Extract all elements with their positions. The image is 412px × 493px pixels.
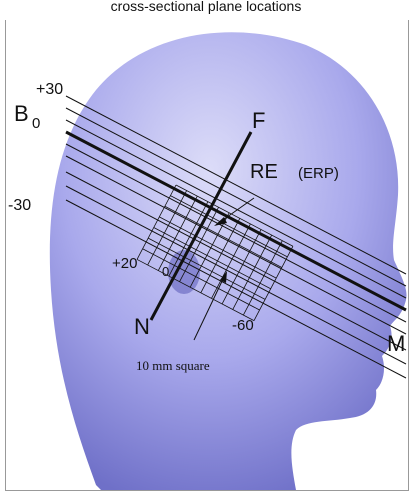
- plane-line: [65, 119, 407, 299]
- label-plus30: +30: [36, 81, 63, 98]
- label-minus30: -30: [8, 197, 31, 214]
- label-plus20: +20: [112, 255, 137, 272]
- grid-line: [170, 195, 288, 258]
- label-erp: (ERP): [298, 165, 339, 182]
- ten-mm-grid: [136, 184, 294, 321]
- grid-line: [221, 229, 262, 305]
- plane-line: [65, 143, 407, 323]
- label-ten-mm-square: 10 mm square: [136, 358, 210, 373]
- page-title: cross-sectional plane locations: [110, 0, 302, 14]
- b-m-main-line: [65, 130, 407, 312]
- label-zero-center: 0: [162, 264, 169, 279]
- label-f: F: [252, 108, 265, 133]
- plane-line: [65, 107, 407, 287]
- head-silhouette: [49, 32, 407, 490]
- grid-line: [200, 218, 241, 293]
- grid-line: [164, 205, 282, 268]
- label-re: RE: [250, 161, 278, 183]
- grid-line: [211, 223, 251, 299]
- re-pointer-arrowhead: [214, 217, 227, 226]
- plane-line: [65, 199, 407, 379]
- grid-line: [253, 246, 294, 321]
- label-b: B: [14, 101, 29, 126]
- square-pointer-arrowhead: [220, 271, 227, 283]
- grid-line: [175, 184, 294, 247]
- label-zero-left: 0: [32, 115, 40, 132]
- grid-line: [189, 212, 230, 288]
- plane-line: [65, 95, 407, 275]
- label-m: M: [387, 331, 405, 356]
- re-pointer-line: [219, 197, 255, 223]
- plane-line: [65, 171, 407, 351]
- grid-line: [153, 227, 271, 290]
- grid-line: [147, 190, 187, 266]
- head-diagram-svg: +30 B 0 -30 F RE (ERP) +20 0 N -60 M 10 …: [8, 32, 407, 490]
- head-diagram-figure: +30 B 0 -30 F RE (ERP) +20 0 N -60 M 10 …: [5, 20, 409, 491]
- f-n-axis-line: [149, 131, 253, 321]
- plane-line: [65, 155, 407, 335]
- grid-line: [142, 248, 260, 311]
- grid-line: [136, 259, 255, 321]
- cross-sectional-planes: [65, 95, 407, 379]
- grid-line: [147, 237, 266, 300]
- label-minus60: -60: [232, 317, 254, 334]
- label-n: N: [134, 314, 150, 339]
- grid-line: [242, 240, 283, 316]
- grid-line: [136, 184, 177, 260]
- grid-line: [232, 234, 273, 310]
- grid-line: [157, 195, 198, 271]
- plane-line: [65, 185, 407, 365]
- grid-line: [179, 207, 219, 282]
- grid-line: [159, 216, 277, 279]
- grid-line: [168, 201, 209, 277]
- square-pointer-line: [193, 276, 225, 341]
